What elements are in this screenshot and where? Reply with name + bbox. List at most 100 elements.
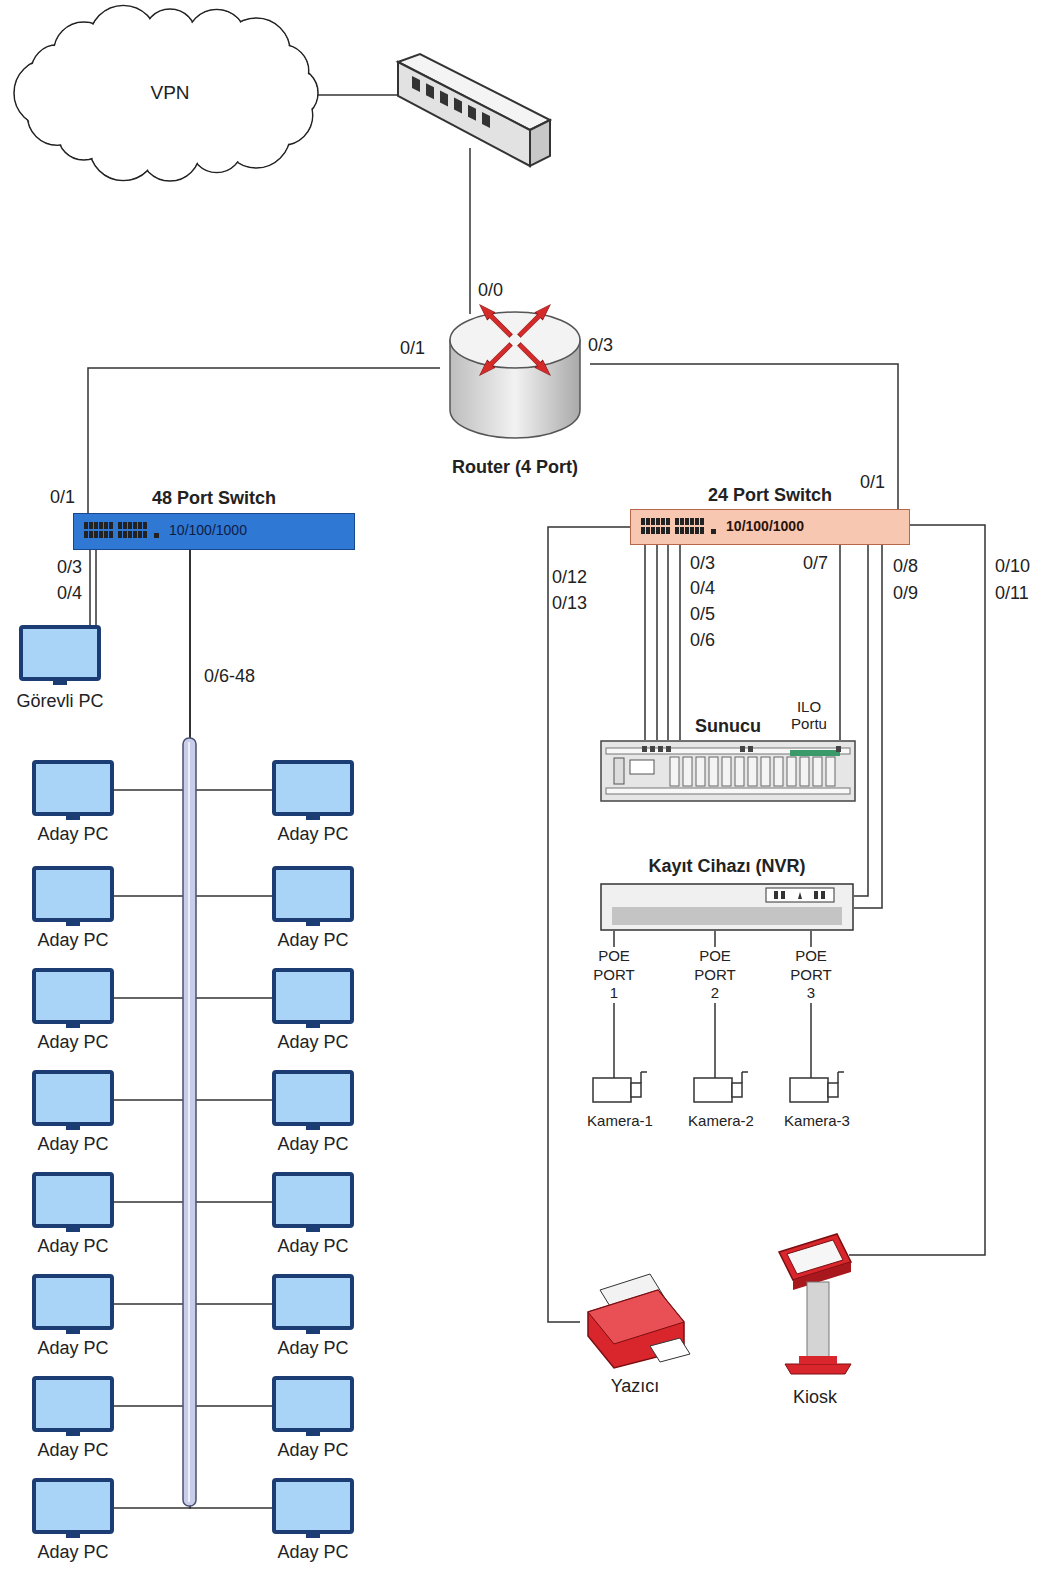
monitor-icon — [272, 1376, 354, 1436]
drawing-part — [690, 527, 694, 534]
drawing-part — [66, 1430, 80, 1436]
network-cable — [590, 364, 898, 509]
drawing-part — [781, 891, 785, 899]
drawing-part — [640, 1072, 642, 1083]
drawing-part — [666, 527, 670, 534]
network-cable — [190, 550, 272, 790]
drawing-part — [34, 1378, 112, 1430]
drawing-part — [685, 518, 689, 525]
drawing-part — [675, 527, 679, 534]
drawing-part — [680, 518, 684, 525]
drawing-part — [593, 1078, 631, 1102]
network-cable — [190, 550, 272, 998]
drawing-part — [133, 531, 137, 538]
drawing-part — [735, 757, 744, 786]
network-node: Yazıcı — [575, 1272, 695, 1402]
node-title: Aday PC — [18, 1134, 128, 1155]
drawing-part — [790, 750, 840, 756]
drawing-part — [118, 531, 122, 538]
drawing-part — [99, 522, 103, 529]
drawing-part — [66, 1328, 80, 1334]
node-title: Aday PC — [258, 1134, 368, 1155]
drawing-part — [588, 1290, 684, 1344]
network-cable — [114, 550, 190, 1100]
network-cable — [645, 545, 680, 740]
node-text: 10/100/1000 — [143, 522, 273, 538]
drawing-part — [34, 762, 112, 814]
drawing-part — [138, 531, 142, 538]
network-node: Aday PC — [268, 760, 358, 852]
drawing-part — [515, 301, 554, 340]
network-node: VPN — [20, 8, 320, 178]
port-symbol — [482, 112, 490, 128]
drawing-part — [661, 527, 665, 534]
port-label: 0/3 — [57, 557, 82, 578]
drawing-part — [741, 1072, 743, 1083]
drawing-part — [685, 527, 689, 534]
drawing-part — [838, 1071, 844, 1073]
monitor-icon — [32, 968, 114, 1028]
node-title: 48 Port Switch — [103, 488, 325, 509]
port-label: 0/1 — [50, 487, 75, 508]
node-title: Kamera-3 — [767, 1112, 867, 1129]
drawing-part — [306, 1532, 320, 1538]
drawing-part — [34, 1480, 112, 1532]
port-symbol — [440, 90, 448, 106]
drawing-part — [89, 531, 93, 538]
camera-icon — [786, 1068, 846, 1106]
drawing-part — [274, 1480, 352, 1532]
drawing-part — [774, 757, 783, 786]
vpn-link — [318, 94, 400, 96]
network-node: Aday PC — [268, 1274, 358, 1366]
node-title: Aday PC — [258, 1440, 368, 1461]
network-node: Aday PC — [28, 1478, 118, 1570]
drawing-part — [530, 120, 550, 166]
drawing-part — [133, 522, 137, 529]
network-node: Kiosk — [770, 1232, 860, 1412]
uplink-wire — [469, 148, 471, 314]
drawing-part — [641, 518, 645, 525]
network-cable — [190, 550, 272, 1100]
network-node: SunucuILO Portu — [600, 700, 856, 804]
port-symbol — [454, 98, 462, 114]
node-title: Aday PC — [258, 824, 368, 845]
port-label: 0/6-48 — [204, 666, 255, 687]
bus-bar — [183, 738, 196, 1506]
network-cable — [190, 550, 272, 1202]
drawing-part — [694, 1078, 732, 1102]
poe-port-label: POE PORT 1 — [592, 947, 636, 1003]
network-node: Görevli PC — [8, 625, 112, 713]
drawing-part — [690, 518, 694, 525]
network-cable — [114, 550, 190, 998]
node-title: VPN — [120, 82, 220, 104]
monitor-icon — [272, 1172, 354, 1232]
drawing-part — [412, 76, 490, 128]
drawing-part — [695, 518, 699, 525]
drawing-part — [274, 868, 352, 920]
network-cable — [190, 550, 272, 1508]
port-label: 0/1 — [860, 472, 885, 493]
drawing-part — [836, 746, 841, 752]
drawing-part — [306, 1124, 320, 1130]
drawing-part — [807, 1282, 829, 1360]
drawing-part — [398, 62, 530, 166]
drawing-part — [306, 1430, 320, 1436]
network-node: Aday PC — [268, 1172, 358, 1264]
network-cable — [849, 525, 985, 1255]
drawing-part — [476, 340, 515, 379]
drawing-part — [711, 529, 716, 534]
node-text: ILO Portu — [786, 698, 832, 733]
drawing-part — [799, 1356, 837, 1364]
drawing-part — [99, 531, 103, 538]
drawing-part — [143, 522, 147, 529]
drawing-part — [476, 301, 515, 340]
drawing-part — [630, 760, 654, 774]
port-symbol — [468, 105, 476, 121]
node-title: Aday PC — [18, 1032, 128, 1053]
port-label: 0/11 — [995, 583, 1029, 604]
drawing-part — [742, 1071, 748, 1073]
monitor-icon — [32, 866, 114, 926]
drawing-part — [666, 518, 670, 525]
drawing-part — [515, 340, 554, 379]
network-node: Kamera-2 — [676, 1068, 766, 1140]
